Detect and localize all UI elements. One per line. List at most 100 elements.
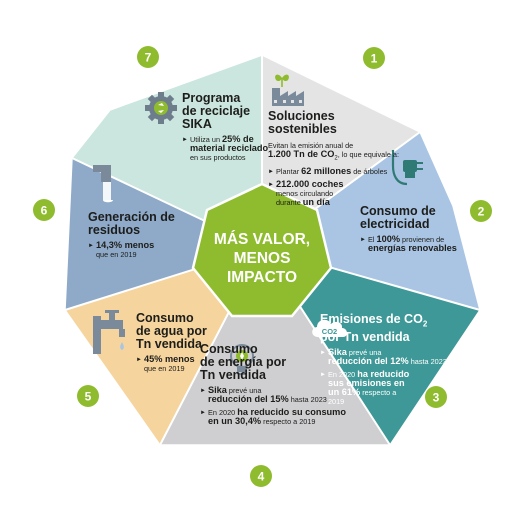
segment-6 bbox=[65, 158, 262, 310]
bullet-arrow-icon: ► bbox=[360, 237, 366, 243]
heptagon-outline bbox=[64, 54, 481, 446]
bullet-arrow-icon: ► bbox=[268, 182, 274, 189]
segment-title-line: Programa bbox=[182, 91, 241, 105]
segment-title-line: Tn vendida bbox=[200, 368, 266, 382]
bullet-line: material reciclado bbox=[190, 143, 272, 153]
factory-plant-icon bbox=[272, 74, 304, 106]
segment-4 bbox=[160, 248, 390, 445]
text-fragment: que en 2019 bbox=[96, 250, 137, 259]
text-fragment: Evitan la emisión anual de bbox=[268, 141, 354, 150]
bullet-line: que en 2019 bbox=[96, 250, 198, 259]
segment-title-line: sostenibles bbox=[268, 122, 337, 136]
text-fragment: en sus productos bbox=[190, 153, 246, 162]
segment-2 bbox=[262, 132, 480, 310]
badge-number: 3 bbox=[433, 391, 440, 405]
text-fragment: prevé una bbox=[226, 386, 262, 395]
badge-number: 1 bbox=[371, 52, 378, 66]
bullet-arrow-icon: ► bbox=[182, 137, 188, 143]
text-fragment: respecto a bbox=[360, 387, 397, 397]
bold-value: 62 millones bbox=[301, 166, 352, 177]
badge-1: 1 bbox=[363, 47, 385, 69]
text-fragment: Utiliza un bbox=[190, 135, 223, 144]
segment-7 bbox=[72, 55, 262, 248]
center-title: MÁS VALOR, MENOS IMPACTO bbox=[200, 230, 324, 287]
badge-number: 7 bbox=[145, 51, 152, 65]
segment-title-line: de energía por bbox=[200, 355, 287, 369]
bullet-line: sus emisiones en bbox=[328, 377, 450, 388]
center-title-line-2: MENOS IMPACTO bbox=[226, 250, 298, 286]
bold-value: 45% menos bbox=[144, 354, 195, 364]
bullet-line: en sus productos bbox=[190, 153, 272, 162]
segment-title-line: residuos bbox=[88, 223, 141, 237]
text-fragment: respecto a 2019 bbox=[261, 417, 316, 426]
bullet-line: que en 2019 bbox=[144, 364, 236, 373]
segment-5 bbox=[65, 248, 262, 445]
bold-value: ha reducido su consumo bbox=[237, 407, 346, 417]
bullet-arrow-icon: ► bbox=[320, 349, 326, 356]
segment-title-line: Tn vendida bbox=[136, 337, 202, 351]
bullet-line: Sika prevé una bbox=[328, 346, 450, 357]
bold-value: 1.200 Tn de CO bbox=[268, 149, 335, 159]
segment-title-line: SIKA bbox=[182, 117, 212, 131]
text-fragment: En 2020 bbox=[328, 369, 358, 379]
bullet-arrow-icon: ► bbox=[268, 169, 274, 176]
bullet-line: energías renovables bbox=[368, 243, 480, 253]
bold-value: 25% de bbox=[222, 134, 254, 144]
badge-6: 6 bbox=[33, 199, 55, 221]
bullet-line: 45% menos bbox=[144, 354, 236, 364]
segment-title-line: Soluciones bbox=[268, 109, 335, 123]
bullet-arrow-icon: ► bbox=[200, 388, 206, 394]
bold-value: 14,3% menos bbox=[96, 240, 155, 250]
bold-value: 100% bbox=[376, 234, 401, 244]
bullet-arrow-icon: ► bbox=[88, 243, 94, 249]
light-bulb-icon bbox=[230, 344, 254, 375]
badge-5: 5 bbox=[77, 385, 99, 407]
center-title-line-1: MÁS VALOR, bbox=[213, 231, 311, 248]
text-fragment: de árboles bbox=[351, 167, 388, 177]
subscript: 2 bbox=[422, 319, 428, 329]
bullet-line: Sika prevé una bbox=[208, 385, 360, 395]
badge-number: 5 bbox=[85, 390, 92, 404]
text-fragment: Plantar bbox=[276, 167, 302, 177]
bold-value: Sika bbox=[328, 346, 347, 357]
segment-bullet: ►Sika prevé una reducción del 15% hasta … bbox=[200, 385, 360, 404]
bold-value: Sika bbox=[208, 385, 227, 395]
bold-value: sus emisiones en bbox=[328, 377, 405, 388]
bold-value: energías renovables bbox=[368, 243, 457, 253]
badge-number: 6 bbox=[41, 204, 48, 218]
bold-value: reducción del 15% bbox=[208, 394, 289, 404]
text-fragment: hasta 2023 bbox=[288, 395, 327, 404]
text-fragment: durante bbox=[276, 198, 303, 208]
description-line: 1.200 Tn de CO2, lo que equivale a: bbox=[268, 149, 438, 163]
bullet-line: menos circulando bbox=[276, 189, 438, 198]
power-plug-icon bbox=[391, 150, 423, 186]
bullet-line: un 61% respecto a bbox=[328, 387, 450, 397]
bullet-line: En 2020 ha reducido su consumo bbox=[208, 407, 360, 417]
bold-value: material reciclado bbox=[190, 143, 269, 153]
segment-title-line: de agua por bbox=[136, 324, 207, 338]
bullet-line: durante un día bbox=[276, 198, 438, 208]
bullet-arrow-icon: ► bbox=[136, 357, 142, 363]
bold-value: reducción del 12% bbox=[328, 355, 409, 366]
subscript: 2 bbox=[334, 155, 338, 162]
segment-bullet: ►Sika prevé una reducción del 12% hasta … bbox=[320, 346, 450, 366]
waste-pipe-icon bbox=[93, 165, 113, 203]
bold-value: en un 30,4% bbox=[208, 416, 262, 426]
text-fragment: , lo que equivale a: bbox=[337, 150, 399, 159]
text-fragment: hasta 2023 bbox=[408, 356, 447, 366]
water-tap-icon bbox=[93, 310, 125, 354]
bullet-arrow-icon: ► bbox=[200, 410, 206, 416]
